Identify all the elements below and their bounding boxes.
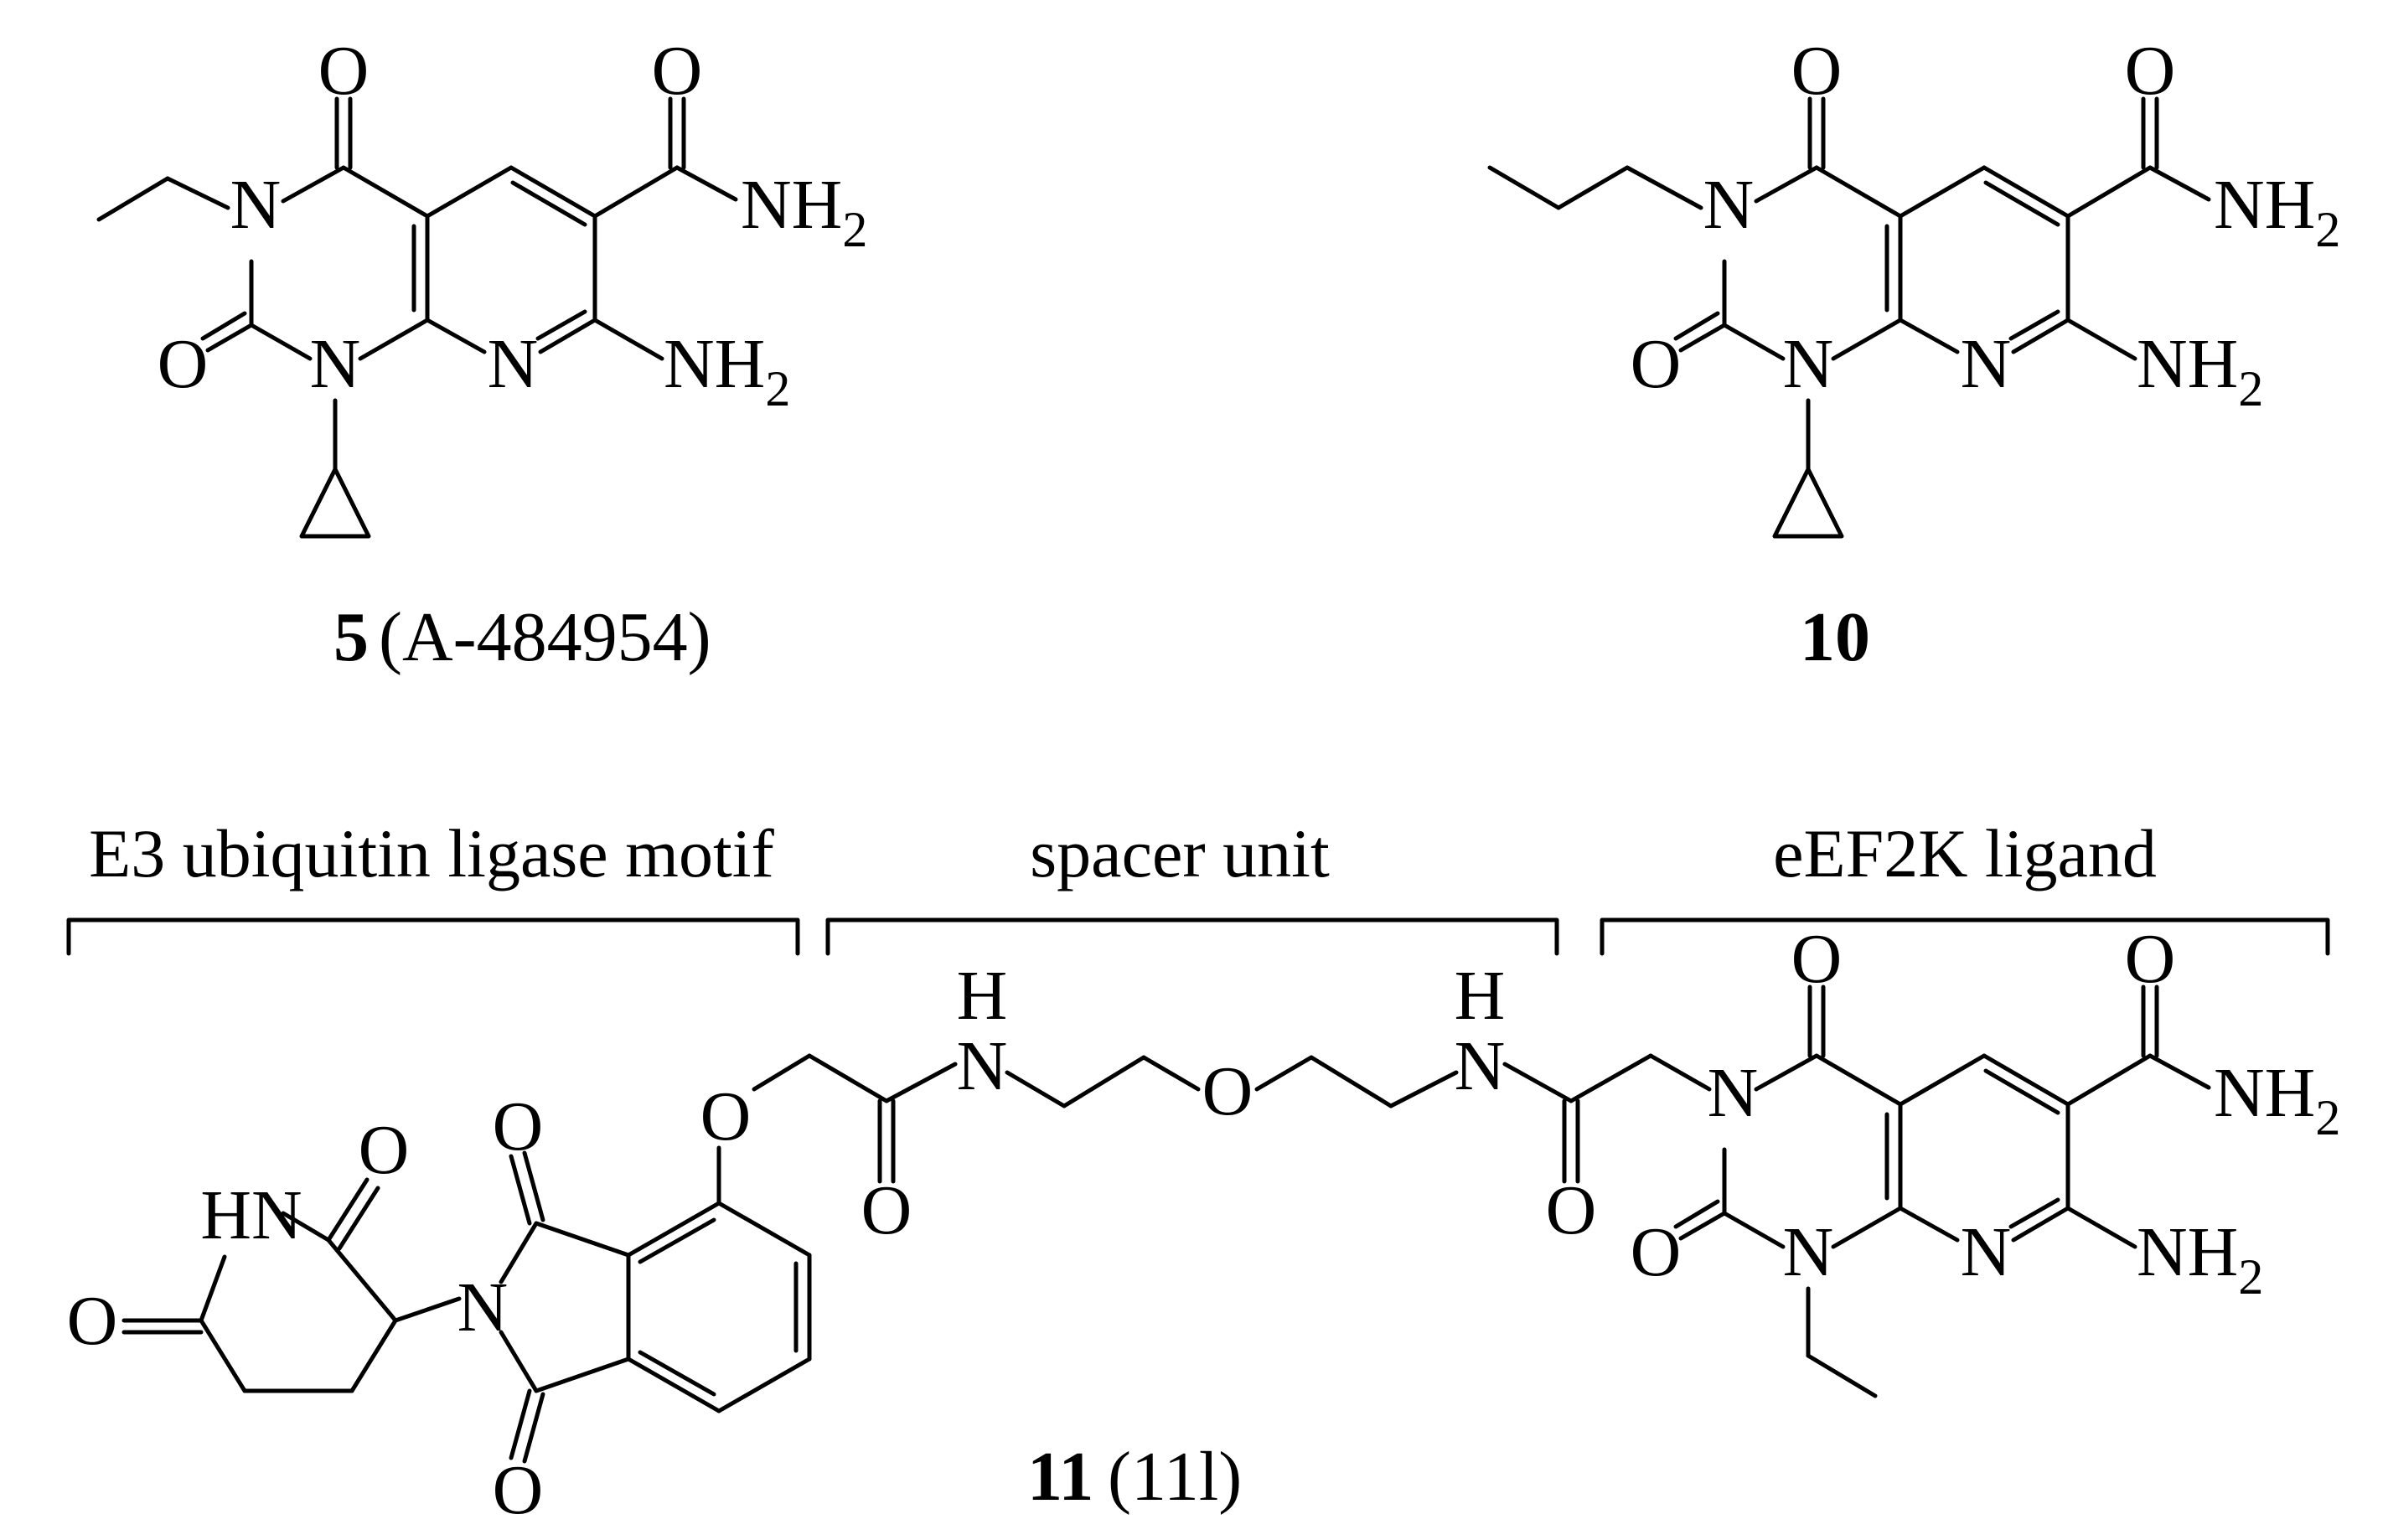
atom-N: N: [1783, 1213, 1834, 1291]
atom-O: O: [359, 1111, 410, 1189]
atom-O: O: [700, 1077, 752, 1155]
compound-5-number: 5: [333, 598, 369, 676]
atom-H: H: [1455, 957, 1506, 1035]
atom-O: O: [1631, 325, 1682, 403]
atom-O: O: [1202, 1052, 1253, 1130]
region-label-spacer: spacer unit: [1030, 815, 1330, 891]
atom-O: O: [2125, 920, 2176, 998]
atom-N: N: [457, 1269, 509, 1346]
compound-10-number: 10: [1800, 598, 1870, 676]
compound-5-alias: (A-484954): [379, 598, 711, 676]
compound-10-labels: O O N N N O NH2 NH2: [1631, 32, 2341, 416]
compound-5-structure: [96, 96, 738, 539]
atom-N: N: [1961, 325, 2012, 403]
atom-N: N: [488, 325, 539, 403]
atom-N: N: [310, 325, 361, 403]
region-label-e3: E3 ubiquitin ligase motif: [89, 815, 774, 891]
compound-5-labels: O O N N N O NH2 NH2: [158, 32, 868, 416]
atom-O: O: [2125, 32, 2176, 110]
atom-NH2: NH2: [2214, 1054, 2340, 1145]
compound-11-labels: HN O O N O O O O N H O N H O O O N N N O…: [67, 920, 2341, 1529]
region-label-ligand: eEF2K ligand: [1773, 815, 2157, 891]
compound-11-alias: (11l): [1108, 1438, 1242, 1516]
atom-N: N: [1783, 325, 1834, 403]
atom-O: O: [1546, 1171, 1597, 1249]
atom-O: O: [318, 32, 370, 110]
atom-N: N: [1961, 1213, 2012, 1291]
atom-NH2: NH2: [741, 166, 867, 257]
atom-O: O: [67, 1282, 118, 1360]
atom-O: O: [493, 1088, 544, 1165]
atom-N: N: [1708, 1054, 1759, 1132]
atom-NH2: NH2: [2137, 325, 2263, 416]
atom-O: O: [158, 325, 209, 403]
atom-HN: HN: [200, 1176, 302, 1254]
compound-11-number: 11: [1027, 1438, 1093, 1516]
atom-O: O: [1791, 920, 1843, 998]
atom-N: N: [230, 166, 282, 244]
atom-NH2: NH2: [664, 325, 790, 416]
atom-N: N: [1703, 166, 1755, 244]
atom-H: H: [957, 957, 1008, 1035]
atom-O: O: [652, 32, 703, 110]
atom-O: O: [493, 1451, 544, 1529]
region-brackets: [66, 917, 2330, 956]
atom-O: O: [861, 1171, 912, 1249]
compound-11-structure: [121, 984, 2211, 1464]
atom-NH2: NH2: [2214, 166, 2340, 257]
atom-NH2: NH2: [2137, 1213, 2263, 1305]
atom-N: N: [1455, 1027, 1506, 1105]
atom-O: O: [1631, 1213, 1682, 1291]
atom-O: O: [1791, 32, 1843, 110]
atom-N: N: [957, 1027, 1008, 1105]
compound-10-structure: [1487, 96, 2211, 539]
